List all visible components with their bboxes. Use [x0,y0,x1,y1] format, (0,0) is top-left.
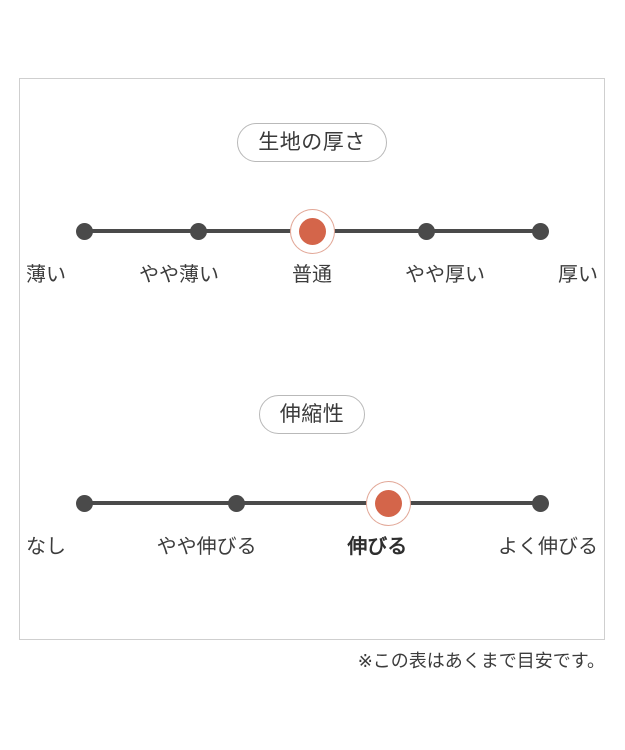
scale-dot-2[interactable] [227,494,245,512]
section-stretchiness: 伸縮性 なし やや伸びる 伸びる よく伸びる [20,395,604,559]
scale-dot-1[interactable] [75,222,93,240]
scale-dot-2[interactable] [189,222,207,240]
scale-label-stretch-1: なし [26,536,66,558]
scale-label-thickness-4: やや厚い [405,264,485,286]
scale-track [84,501,540,505]
section-title-row: 伸縮性 [20,395,604,434]
scale-dot-4[interactable] [531,494,549,512]
scale-label-thickness-3: 普通 [292,264,332,286]
scale-dots [75,211,549,251]
scale-label-stretch-3: 伸びる [347,536,408,558]
section-title-row: 生地の厚さ [20,123,604,162]
scale-stretch [20,483,604,523]
footnote-disclaimer: ※この表はあくまで目安です。 [357,651,605,671]
section-fabric-thickness: 生地の厚さ 薄い やや薄い 普通 やや厚い 厚い [20,123,604,287]
scale-label-stretch-4: よく伸びる [497,536,598,558]
scale-label-thickness-1: 薄い [26,264,66,286]
scale-label-thickness-5: 厚い [558,264,598,286]
scale-label-thickness-2: やや薄い [139,264,219,286]
scale-dot-4[interactable] [417,222,435,240]
section-title-pill-thickness: 生地の厚さ [237,123,387,162]
scale-labels-thickness: 薄い やや薄い 普通 やや厚い 厚い [20,263,604,287]
scale-dot-1[interactable] [75,494,93,512]
spec-panel: 生地の厚さ 薄い やや薄い 普通 やや厚い 厚い [19,78,605,640]
section-title-pill-stretch: 伸縮性 [258,395,366,434]
scale-labels-stretch: なし やや伸びる 伸びる よく伸びる [20,535,604,559]
scale-label-stretch-2: やや伸びる [156,536,257,558]
scale-dot-5[interactable] [531,222,549,240]
scale-dot-3-active[interactable] [374,489,402,517]
scale-dots [75,483,549,523]
scale-dot-3-active[interactable] [298,217,326,245]
scale-thickness [20,211,604,251]
